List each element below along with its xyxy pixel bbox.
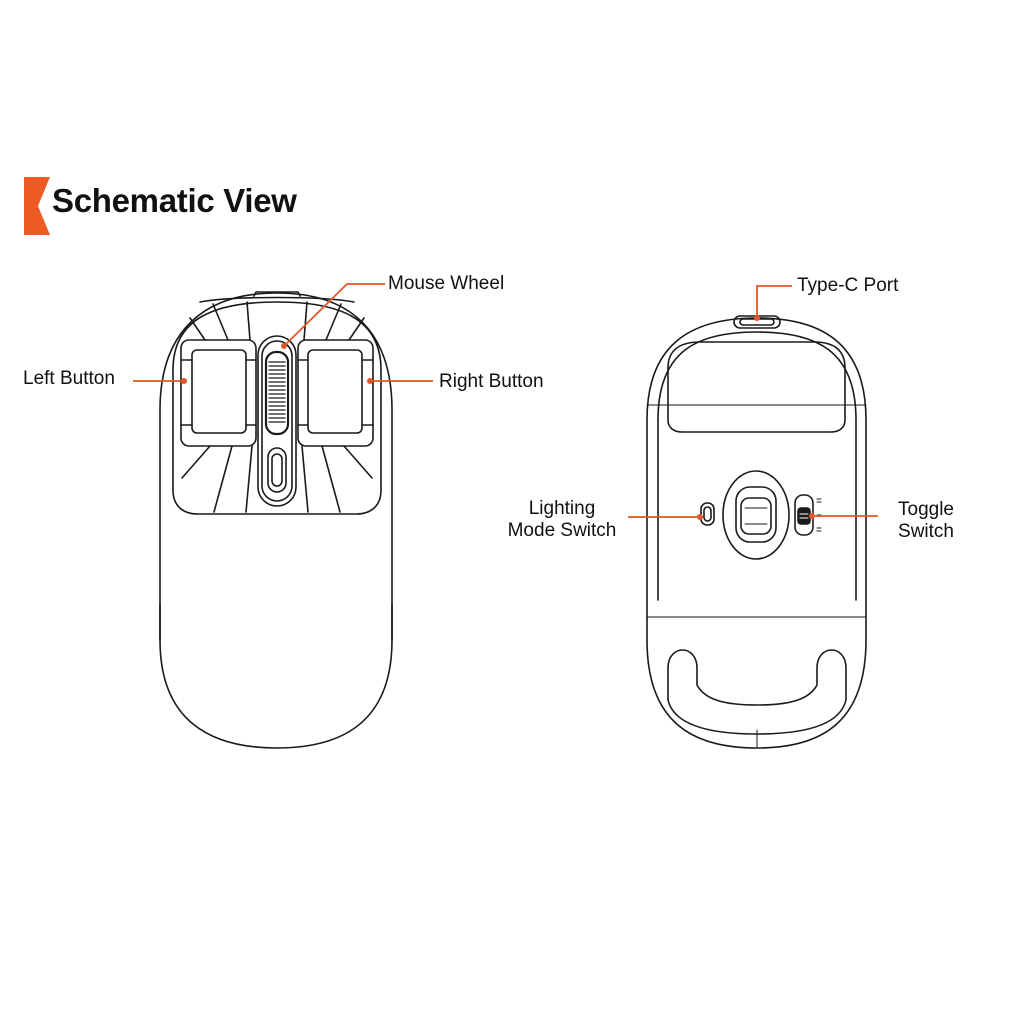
left-button-pad [180, 339, 257, 447]
callout-lighting-mode-switch-line-2: Mode Switch [507, 520, 617, 541]
callout-right-button: Right Button [439, 371, 544, 392]
right-button-leader [367, 378, 433, 384]
callout-toggle-switch-line-2: Switch [898, 521, 954, 542]
wheel-ridges [268, 361, 286, 423]
callout-left-button: Left Button [23, 368, 115, 389]
callout-lighting-mode-switch: Lighting Mode Switch [496, 498, 628, 542]
mouse-top-view [159, 291, 393, 749]
mouse-wheel-leader [281, 283, 385, 349]
accent-chevron-icon [24, 177, 50, 235]
right-button-pad [297, 339, 374, 447]
page-title: Schematic View [52, 182, 297, 219]
left-button-leader [133, 378, 187, 384]
toggle-switch-marks [816, 498, 822, 532]
sensor [722, 470, 790, 560]
callout-lighting-mode-switch-line-1: Lighting [528, 498, 596, 519]
mouse-wheel [264, 350, 290, 436]
lower-glide-skate [667, 649, 847, 735]
callout-mouse-wheel: Mouse Wheel [388, 273, 505, 294]
type-c-port-leader [754, 285, 792, 321]
toggle-switch-leader [809, 513, 878, 519]
callout-toggle-switch: Toggle Switch [884, 499, 968, 543]
callout-toggle-switch-line-1: Toggle [898, 499, 954, 520]
lighting-mode-switch [700, 502, 715, 526]
lighting-mode-switch-leader [628, 514, 703, 520]
callout-type-c-port: Type-C Port [797, 275, 899, 296]
mouse-bottom-view [646, 315, 867, 749]
upper-glide-skate [667, 341, 846, 433]
